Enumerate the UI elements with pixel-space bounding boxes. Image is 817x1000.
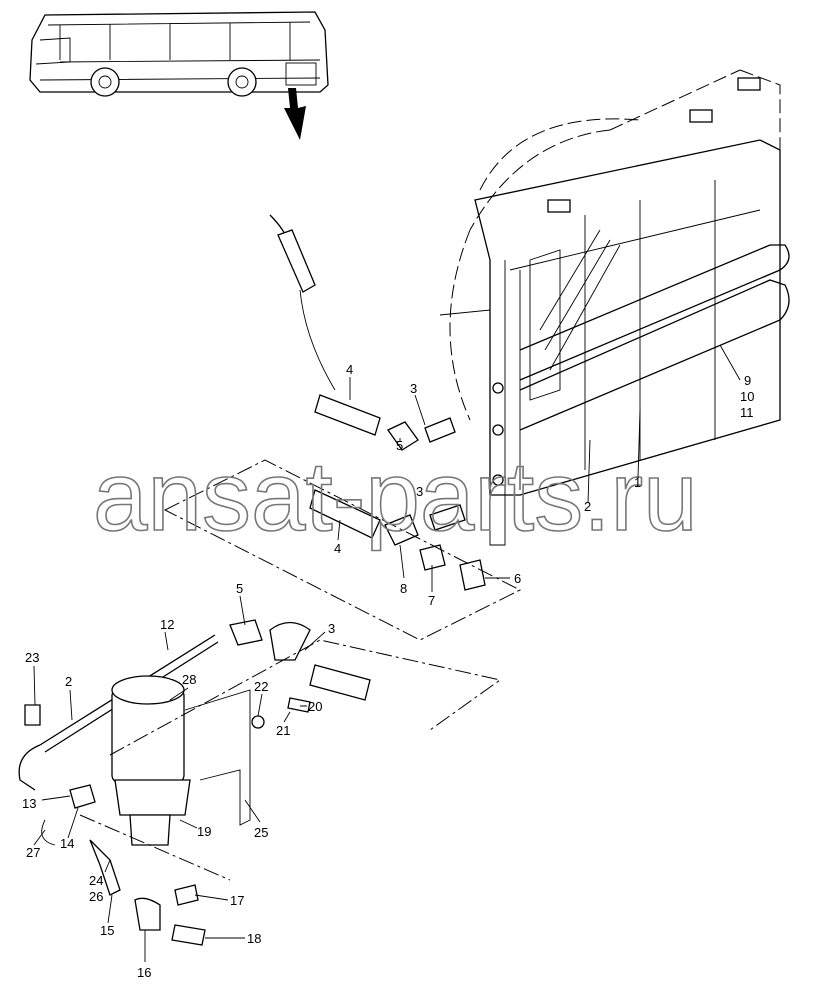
callout-3: 3	[416, 484, 423, 499]
callout-27: 27	[26, 845, 40, 860]
callout-labels: 4 3 5 1 9 10 11 2 3 4 8 7 6 5 12 3 23 2 …	[22, 362, 754, 980]
callout-3: 3	[328, 621, 335, 636]
callout-6: 6	[514, 571, 521, 586]
callout-20: 20	[308, 699, 322, 714]
callout-9: 9	[744, 373, 751, 388]
callout-10: 10	[740, 389, 754, 404]
air-dryer-assembly	[18, 619, 502, 946]
callout-21: 21	[276, 723, 290, 738]
callout-1: 1	[634, 475, 641, 490]
callout-8: 8	[400, 581, 407, 596]
callout-17: 17	[230, 893, 244, 908]
callout-2: 2	[65, 674, 72, 689]
callout-19: 19	[197, 824, 211, 839]
callout-13: 13	[22, 796, 36, 811]
callout-16: 16	[137, 965, 151, 980]
leader-lines	[33, 344, 741, 962]
callout-5: 5	[396, 438, 403, 453]
callout-4: 4	[334, 541, 341, 556]
callout-14: 14	[60, 836, 74, 851]
callout-2: 2	[584, 499, 591, 514]
watermark-text: ansat-parts.ru	[93, 441, 698, 551]
callout-24: 24	[89, 873, 103, 888]
callout-12: 12	[160, 617, 174, 632]
callout-25: 25	[254, 825, 268, 840]
callout-15: 15	[100, 923, 114, 938]
callout-4: 4	[346, 362, 353, 377]
radiator-assembly	[439, 69, 790, 546]
bus-illustration	[29, 11, 329, 140]
callout-28: 28	[182, 672, 196, 687]
callout-5: 5	[236, 581, 243, 596]
hose-fittings-upper	[163, 214, 522, 641]
arrow-icon	[284, 88, 306, 140]
callout-3: 3	[410, 381, 417, 396]
callout-26: 26	[89, 889, 103, 904]
callout-23: 23	[25, 650, 39, 665]
callout-18: 18	[247, 931, 261, 946]
callout-11: 11	[740, 405, 754, 420]
callout-22: 22	[254, 679, 268, 694]
callout-7: 7	[428, 593, 435, 608]
